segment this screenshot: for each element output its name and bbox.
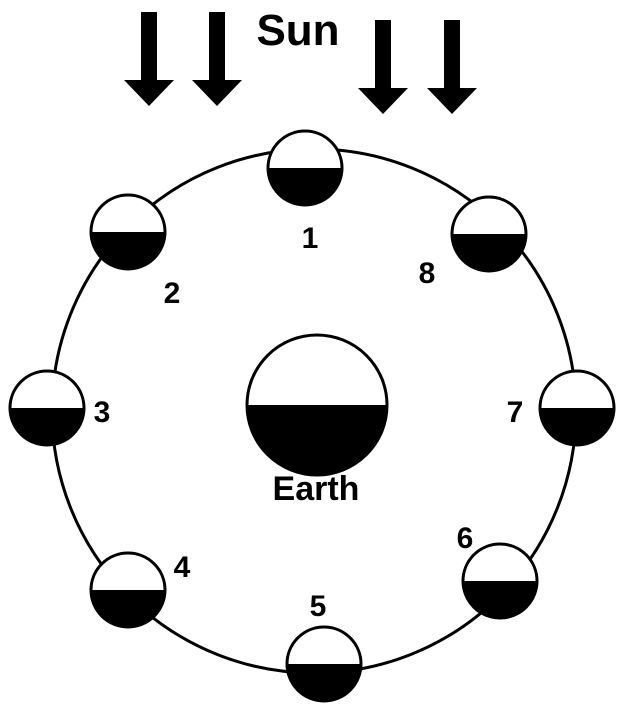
moon-dark-half [463, 581, 537, 618]
moon-light-half [287, 627, 361, 664]
moon-dark-half [452, 234, 526, 271]
moon-label: 5 [310, 590, 327, 623]
earth-label: Earth [273, 470, 360, 508]
moon-light-half [452, 197, 526, 234]
moon-label: 3 [94, 396, 111, 429]
sun-arrow-icon [427, 20, 477, 114]
moon-light-half [10, 371, 84, 408]
moon-light-half [463, 544, 537, 581]
moon-dark-half [287, 664, 361, 701]
moon-2: 2 [91, 195, 180, 310]
moon-label: 4 [174, 551, 191, 584]
moon-light-half [540, 371, 614, 408]
sun-arrow-icon [192, 12, 242, 106]
moon-light-half [268, 131, 342, 168]
moon-8: 8 [419, 197, 526, 290]
moon-light-half [91, 195, 165, 232]
earth: Earth [247, 335, 387, 508]
moon-label: 7 [507, 396, 524, 429]
moon-1: 1 [268, 131, 342, 255]
moon-label: 8 [419, 257, 436, 290]
moon-7: 7 [507, 371, 614, 445]
moon-5: 5 [287, 590, 361, 701]
moon-3: 3 [10, 371, 110, 445]
earth-dark-half [247, 405, 387, 475]
moon-4: 4 [91, 551, 191, 627]
sun-arrow-icon [358, 20, 408, 114]
sun-arrow-icon [124, 12, 174, 106]
sun-label: Sun [256, 6, 339, 55]
moon-dark-half [10, 408, 84, 445]
moon-label: 6 [457, 522, 474, 555]
moon-6: 6 [457, 522, 537, 618]
moon-light-half [91, 553, 165, 590]
moon-label: 2 [164, 277, 181, 310]
moon-dark-half [91, 590, 165, 627]
moon-dark-half [540, 408, 614, 445]
moon-dark-half [268, 168, 342, 205]
moon-label: 1 [302, 222, 319, 255]
moon-dark-half [91, 232, 165, 269]
